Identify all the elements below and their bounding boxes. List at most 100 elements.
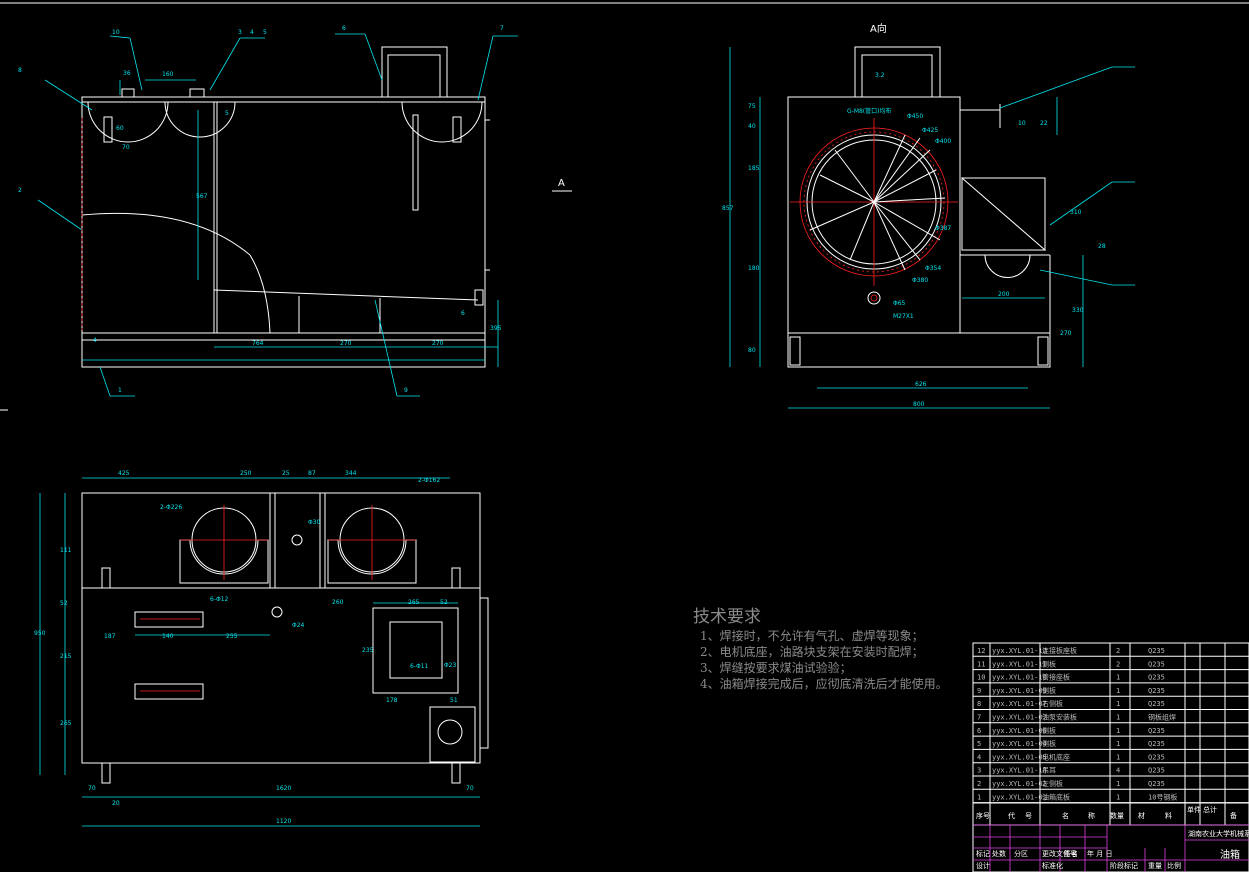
bom-cell-mat: Q235: [1148, 753, 1165, 761]
bom-cell-qty: 1: [1116, 753, 1120, 761]
bom-cell-mat: Q235: [1148, 767, 1165, 775]
bom-cell-no: 7: [977, 714, 981, 722]
a-right-dim-4: 28: [1098, 243, 1106, 250]
bom-cell-no: 8: [977, 700, 981, 708]
front-dim-right-1: 6: [461, 310, 465, 317]
bom-cell-code: yyx.XYL.01-11: [992, 660, 1047, 668]
a-top-label: 3.2: [875, 72, 885, 79]
a-pump-dim-1: 200: [998, 291, 1010, 298]
bom-cell-code: yyx.XYL.01-02: [992, 780, 1047, 788]
title-footer-7: 设计: [976, 861, 990, 870]
plan-inner-dim-9: 51: [450, 697, 458, 704]
bom-cell-no: 3: [977, 767, 981, 775]
bom-header-mat-1: 材: [1138, 811, 1145, 820]
bom-cell-qty: 1: [1116, 714, 1120, 722]
a-bottom-dim-1: 626: [915, 381, 927, 388]
a-pump-dim-2: 270: [1060, 330, 1072, 337]
plan-left-dim-2: 52: [60, 600, 68, 607]
title-footer-3: 分区: [1014, 849, 1028, 858]
plan-bottom-dim-4: 70: [466, 785, 474, 792]
plan-callout-2: 2-Φ162: [418, 477, 440, 484]
plan-top-dim-5: 344: [345, 470, 357, 477]
a-right-dim-5: 330: [1072, 307, 1084, 314]
front-dim-right-2: 395: [490, 325, 502, 332]
plan-top-dim-3: 25: [282, 470, 290, 477]
title-footer-10: 重量: [1148, 862, 1162, 870]
title-school: 湖南农业大学机械系: [1188, 829, 1249, 838]
title-footer-6: 年 月 日: [1087, 849, 1112, 858]
bom-header-no: 序号: [976, 811, 990, 820]
tech-req-title: 技术要求: [693, 607, 761, 627]
plan-inner-dim-3: 255: [226, 633, 238, 640]
bom-cell-name: 右侧板: [1042, 699, 1063, 708]
bom-cell-qty: 2: [1116, 647, 1120, 655]
plan-callout-6: 6-Φ11: [410, 663, 429, 670]
bom-cell-mat: Q235: [1148, 740, 1165, 748]
bom-cell-code: yyx.XYL.01-18: [992, 767, 1047, 775]
plan-callout-5: Φ24: [292, 622, 305, 629]
a-dia-6: Φ380: [912, 277, 928, 284]
plan-left-dim-5: 265: [60, 720, 72, 727]
plan-top-dim-4: 87: [308, 470, 316, 477]
bom-header-qty: 数量: [1110, 811, 1124, 820]
front-dim-top-2: 160: [162, 71, 174, 78]
bom-cell-name: 侧板: [1042, 659, 1056, 668]
bom-cell-code: yyx.XYL.01-10: [992, 674, 1047, 682]
plan-inner-dim-4: 260: [332, 599, 344, 606]
bom-cell-qty: 1: [1116, 687, 1120, 695]
bom-cell-no: 6: [977, 727, 981, 735]
bom-cell-qty: 1: [1116, 793, 1120, 801]
bom-cell-name: 侧板: [1042, 686, 1056, 695]
plan-inner-dim-1: 187: [104, 633, 116, 640]
bom-cell-no: 12: [977, 647, 985, 655]
a-dia-5: Φ354: [925, 265, 941, 272]
a-left-dim-4: 857: [722, 205, 734, 212]
plan-inner-dim-7: 235: [362, 647, 374, 654]
plan-bottom-dim-5: 1120: [276, 818, 291, 825]
a-dia-1: Φ450: [907, 113, 923, 120]
a-view: [729, 46, 1135, 409]
tank-base-front: [81, 339, 486, 368]
plan-bottom-dim-3: 1620: [276, 785, 291, 792]
bom-cell-code: yyx.XYL.01-04: [992, 740, 1047, 748]
title-footer-11: 比例: [1167, 861, 1181, 870]
front-dim-top-1: 36: [123, 70, 131, 77]
pump-bracket: [961, 176, 1047, 251]
front-dim-bottom-2: 764: [252, 340, 264, 347]
tank-body-front: [81, 96, 486, 341]
bom-header-note: 备: [1230, 811, 1237, 820]
plan-top-dim-2: 250: [240, 470, 252, 477]
bom-cell-mat: Q235: [1148, 660, 1165, 668]
a-left-dim-6: 80: [748, 347, 756, 354]
front-dim-bottom-4: 270: [432, 340, 444, 347]
plan-bottom-dim-2: 20: [112, 800, 120, 807]
bom-header-code-1: 代: [1008, 811, 1015, 820]
bom-cell-mat: Q235: [1148, 647, 1165, 655]
plan-top-dim-1: 425: [118, 470, 130, 477]
drain-port: [867, 291, 881, 305]
front-dim-top-3: 5: [225, 110, 229, 117]
plan-inner-dim-5: 265: [408, 599, 420, 606]
front-callout-8: 2: [18, 187, 22, 194]
bom-cell-no: 10: [977, 674, 985, 682]
front-callout-3: 4: [250, 29, 254, 36]
plan-callout-1: 2-Φ226: [160, 504, 182, 511]
bom-cell-mat: Q235: [1148, 674, 1165, 682]
a-left-dim-5: 180: [748, 265, 760, 272]
front-callout-7: 8: [18, 67, 22, 74]
a-flange-label: G-M8(管口)均布: [847, 107, 892, 115]
front-callout-10: 9: [404, 387, 408, 394]
a-right-dim-3: 310: [1070, 209, 1082, 216]
plan-left-dim-1: 111: [60, 547, 72, 554]
plan-left-dim-3: 950: [34, 630, 46, 637]
bom-cell-no: 11: [977, 660, 985, 668]
bom-header-total: 总计: [1203, 805, 1217, 814]
bom-cell-name: 油泵安装板: [1042, 713, 1077, 722]
a-left-dim-3: 185: [748, 165, 760, 172]
tech-req-item-1: 1、焊接时，不允许有气孔、虚焊等现象；: [700, 628, 924, 643]
plan-bottom-dim-1: 70: [88, 785, 96, 792]
a-dia-3: Φ400: [935, 138, 951, 145]
front-callout-9: 1: [118, 387, 122, 394]
plan-inner-dim-2: 140: [162, 633, 174, 640]
